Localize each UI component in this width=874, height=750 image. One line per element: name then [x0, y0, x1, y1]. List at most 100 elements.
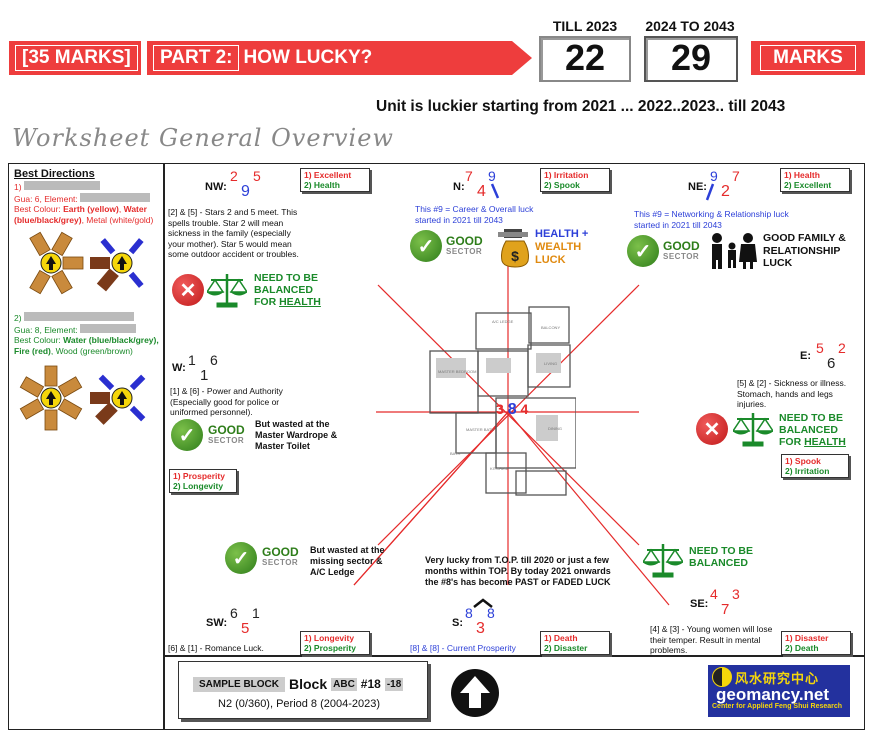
person-2-direction-diagram [19, 365, 146, 431]
sample-block-label: SAMPLE BLOCK [193, 676, 285, 692]
family-icon [712, 233, 757, 269]
se-flying-stars: SE: 4 3 7 [690, 586, 740, 618]
nw-bad-icon: ✕ [172, 274, 204, 306]
frame-divider-horizontal [163, 655, 865, 657]
till-label: TILL 2023 [552, 18, 618, 34]
marks-word-badge: MARKS [751, 41, 865, 75]
marks-label: [35 MARKS] [15, 45, 138, 71]
se-description: [4] & [3] - Young women will lose their … [650, 624, 773, 655]
center-star-b: 8 [507, 401, 517, 418]
svg-text:MASTER BATH: MASTER BATH [466, 427, 494, 432]
person-2-info: 2) Gua: 8, Element: Best Colour: Water (… [14, 312, 159, 356]
ne-star-9-marker [705, 183, 715, 201]
facing-info: N2 (0/360), Period 8 (2004-2023) [218, 698, 381, 710]
luck-statement: Unit is luckier starting from 2021 ... 2… [376, 98, 786, 115]
sw-flying-stars: SW: 6 1 5 [206, 605, 260, 637]
block-code: ABC [331, 677, 357, 691]
person-1-direction-diagram [29, 231, 144, 295]
s-description: [8] & [8] - Current Prosperity [410, 643, 516, 653]
till-score: 22 [539, 36, 631, 82]
sector-lines [353, 245, 670, 606]
future-score: 29 [644, 36, 738, 82]
logo: 风水研究中心 geomancy.net Center for Applied F… [708, 665, 850, 717]
ne-note: This #9 = Networking & Relationship luck… [634, 209, 789, 230]
s-flying-stars: S: 8 8 3 [452, 605, 495, 637]
e-flying-stars: E: 5 2 6 [800, 340, 846, 372]
n-star-9-marker [490, 183, 500, 199]
e-bad-icon: ✕ [696, 413, 728, 445]
svg-text:DINING: DINING [548, 426, 562, 431]
logo-subtitle: Center for Applied Feng Shui Research [712, 703, 843, 710]
ne-extra: GOOD FAMILY & RELATIONSHIP LUCK [763, 232, 846, 269]
ne-good-icon: ✓ [627, 235, 659, 267]
block-unit: -18 [384, 677, 404, 691]
svg-text:MASTER BEDROOM: MASTER BEDROOM [438, 369, 476, 374]
center-stars: 3 8 4 [496, 401, 528, 419]
center-star-a: 3 [496, 401, 504, 417]
w-flying-stars: W: 1 6 1 [172, 352, 218, 384]
frame-divider-vertical [163, 163, 165, 730]
ne-flying-stars: NE: 9 7 2 [688, 168, 740, 200]
part-banner: PART 2: HOW LUCKY? [147, 41, 512, 75]
person-1-info: 1) Gua: 6, Element: Best Colour: Earth (… [14, 181, 154, 225]
marks-word: MARKS [760, 45, 856, 71]
n-flying-stars: N: 7 9 4 [453, 168, 496, 200]
arrow-right-icon [512, 41, 532, 75]
block-number: #18 [360, 677, 381, 691]
block-word: Block [289, 676, 328, 692]
svg-text:BALCONY: BALCONY [541, 325, 560, 330]
future-label: 2024 TO 2043 [645, 18, 735, 34]
s-note: Very lucky from T.O.P. till 2020 or just… [425, 555, 611, 587]
s-faded-marker [473, 598, 493, 608]
svg-text:LIVING: LIVING [544, 361, 557, 366]
nw-scale-icon [207, 274, 247, 308]
part-title: HOW LUCKY? [243, 47, 373, 68]
w-good-icon: ✓ [171, 419, 203, 451]
svg-text:BATH: BATH [450, 451, 460, 456]
n-good-icon: ✓ [410, 230, 442, 262]
svg-text:$: $ [511, 248, 519, 264]
worksheet-title: Worksheet General Overview [12, 124, 394, 152]
marks-badge: [35 MARKS] [9, 41, 141, 75]
nw-flying-stars: NW: 2 5 9 [205, 168, 261, 200]
svg-text:KITCHEN: KITCHEN [490, 466, 508, 471]
logo-name: geomancy.net [716, 685, 830, 704]
center-star-c: 4 [520, 401, 529, 417]
north-arrow-icon [451, 669, 499, 717]
n-note: This #9 = Career & Overall luck started … [415, 204, 534, 225]
floor-plan: A/C LEDGE BALCONY MASTER BEDROOM LIVING MAST… [429, 306, 576, 496]
money-bag-icon: $ [498, 229, 529, 268]
w-description: [1] & [6] - Power and Authority (Especia… [170, 386, 283, 417]
yin-yang-icon [712, 667, 732, 687]
sw-good-icon: ✓ [225, 542, 257, 574]
e-scale-icon [733, 413, 773, 447]
svg-text:A/C LEDGE: A/C LEDGE [492, 319, 514, 324]
part-label: PART 2: [153, 45, 240, 71]
se-scale-icon [643, 544, 683, 578]
worksheet-frame [8, 163, 865, 730]
nw-description: [2] & [5] - Stars 2 and 5 meet. This spe… [168, 207, 299, 259]
w-extra: But wasted at the Master Wardrope & Mast… [255, 419, 338, 451]
sw-description: [6] & [1] - Romance Luck. [168, 643, 264, 653]
sw-extra: But wasted at the missing sector & A/C L… [310, 545, 385, 577]
e-description: [5] & [2] - Sickness or illness. Stomach… [737, 378, 847, 409]
logo-chinese: 风水研究中心 [735, 670, 820, 686]
best-directions-title: Best Directions [14, 168, 95, 180]
block-info-line: SAMPLE BLOCK Block ABC #18 -18 [193, 676, 404, 692]
